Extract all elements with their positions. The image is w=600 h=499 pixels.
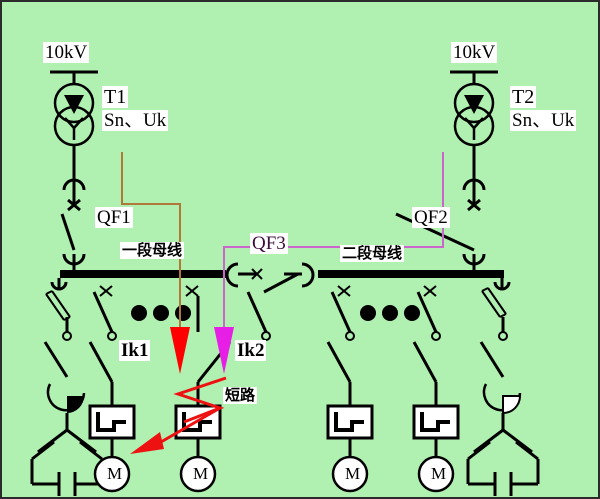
motor-label-2: M: [193, 464, 209, 483]
cap-right-switch-blade: [479, 341, 505, 378]
m4-cross-b: [423, 285, 437, 297]
short-circuit-arrowhead: [130, 432, 164, 454]
motor-feeder-1: [88, 285, 136, 493]
m1-cross-b: [99, 285, 113, 297]
qf3-cross-b: [251, 268, 263, 280]
left-source-branch: [50, 70, 98, 84]
cap-left-pivot: [62, 331, 72, 341]
dot: [360, 305, 376, 321]
cap-right-halfmoon: [502, 395, 522, 415]
qf1-top-cross-b: [67, 198, 81, 212]
transformer-t1-params: Sn、Uk: [102, 110, 169, 131]
m4-disconnect-blade: [416, 291, 438, 333]
capacitor-feeder-left: [30, 278, 104, 496]
fault-current-trace-2: [223, 152, 444, 327]
qf1-blade: [60, 213, 76, 251]
motor-symbol-3: [331, 455, 369, 493]
busbar-section-2: [318, 270, 504, 278]
m2-cross-b: [185, 285, 199, 297]
continuation-dots-left: [131, 305, 191, 321]
bus-tie-qf3[interactable]: [225, 262, 315, 294]
capacitor-bank-left: [30, 428, 104, 496]
bus-tie-qf3-label: QF3: [250, 233, 288, 254]
motor-label-3: M: [345, 464, 361, 483]
qf2-top-cross-b: [467, 198, 481, 212]
continuation-dots-right: [360, 305, 420, 321]
m3-contactor-blade: [326, 341, 352, 383]
qf3-left-bracket: [225, 262, 239, 288]
short-circuit-label: 短路: [223, 386, 258, 404]
dot: [175, 305, 191, 321]
ik2-arrowhead: [214, 327, 234, 374]
short-circuit-arrow: [130, 406, 221, 454]
m3-cross-b: [337, 285, 351, 297]
left-voltage-label: 10kV: [43, 42, 90, 63]
m1-disconnect-blade: [92, 291, 114, 333]
fault-current-trace-1: [121, 152, 181, 327]
t2-delta-symbol: [464, 95, 484, 114]
m4-pivot: [431, 331, 441, 341]
m4-contactor-blade: [412, 341, 438, 383]
dot: [404, 305, 420, 321]
m3-relay-glyph: [334, 412, 364, 432]
m1-pivot: [107, 331, 117, 341]
cap-left-switch-blade: [43, 341, 69, 378]
transformer-t2-label: T2: [510, 86, 537, 108]
t2-wye-symbol: [464, 117, 484, 140]
transformer-t1-label: T1: [102, 86, 129, 108]
motor-feeder-3: [326, 285, 374, 493]
fault-current-1-label: Ik1: [119, 340, 151, 361]
short-circuit-symbol: [173, 376, 227, 424]
breaker-qf2-label: QF2: [412, 207, 450, 228]
motor-feeder-4: [412, 285, 460, 493]
capacitor-bank-right: [466, 428, 540, 496]
ik1-path: [121, 152, 181, 327]
busbar-section-1: [60, 270, 226, 278]
qf3-right-bracket: [301, 262, 315, 288]
breaker-qf1[interactable]: [60, 178, 86, 274]
m3-pivot: [345, 331, 355, 341]
m1-relay-glyph: [96, 412, 126, 432]
dot: [131, 305, 147, 321]
motor-symbol-4: [417, 455, 455, 493]
fault-current-2-label: Ik2: [235, 340, 267, 361]
t1-wye-symbol: [64, 117, 84, 140]
dot: [153, 305, 169, 321]
qf2-blade: [395, 212, 475, 252]
bus-section-2-label: 二段母线: [340, 244, 405, 262]
motor-label-1: M: [107, 464, 123, 483]
m1-contactor-blade: [88, 341, 114, 383]
motor-symbol-2: [179, 455, 217, 493]
ik2-path: [223, 152, 444, 327]
t1-hv-winding: [53, 82, 95, 124]
m2-pivot: [261, 331, 271, 341]
t2-hv-winding: [453, 82, 495, 124]
fuse-right: [481, 287, 507, 318]
m2-relay-glyph: [182, 412, 212, 432]
transformer-t2-params: Sn、Uk: [510, 110, 577, 131]
cap-left-halfmoon: [67, 396, 84, 413]
m3-disconnect-blade: [330, 291, 352, 333]
qf2-top-cup: [462, 178, 486, 191]
breaker-qf1-label: QF1: [95, 207, 133, 228]
ik1-arrowhead: [170, 327, 190, 374]
cap-right-pivot: [498, 331, 508, 341]
capacitor-feeder-right: [466, 278, 540, 496]
motor-symbol-1: [93, 455, 131, 493]
right-source-branch: [450, 70, 498, 84]
t1-delta-symbol: [64, 95, 84, 114]
m4-relay-glyph: [420, 412, 450, 432]
fuse-left: [45, 290, 71, 321]
qf1-top-cup: [62, 178, 86, 191]
right-voltage-label: 10kV: [451, 42, 498, 63]
m2-disconnect-blade: [246, 291, 268, 333]
qf3-blade: [263, 272, 299, 294]
dot: [382, 305, 398, 321]
bus-section-1-label: 一段母线: [120, 241, 185, 259]
motor-label-4: M: [431, 464, 447, 483]
